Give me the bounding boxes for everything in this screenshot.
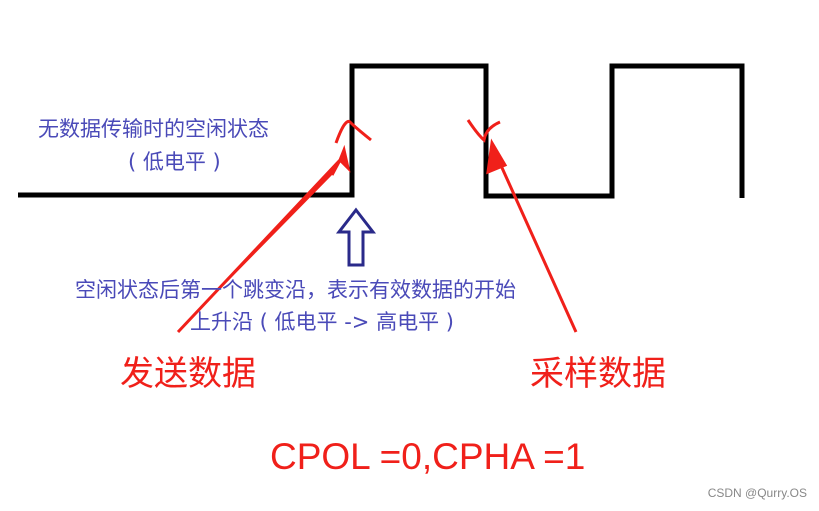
sample-data-label: 采样数据 [530,354,666,394]
hollow-up-arrow-icon [335,207,377,267]
watermark: CSDN @Qurry.OS [707,486,807,500]
spi-mode-label: CPOL =0,CPHA =1 [270,436,586,477]
falling-edge-mark [466,119,501,143]
send-data-label: 发送数据 [120,354,256,394]
sample-data-arrow [486,138,578,333]
send-data-arrow [176,144,351,334]
clock-waveform [18,63,745,199]
edge-description-line1: 空闲状态后第一个跳变沿，表示有效数据的开始 [75,278,516,302]
idle-state-label: 无数据传输时的空闲状态 [38,117,269,141]
rising-edge-mark [334,119,372,144]
edge-description-line2: 上升沿 ( 低电平 -> 高电平 ) [190,310,454,334]
idle-level-label: ( 低电平 ) [128,150,221,174]
